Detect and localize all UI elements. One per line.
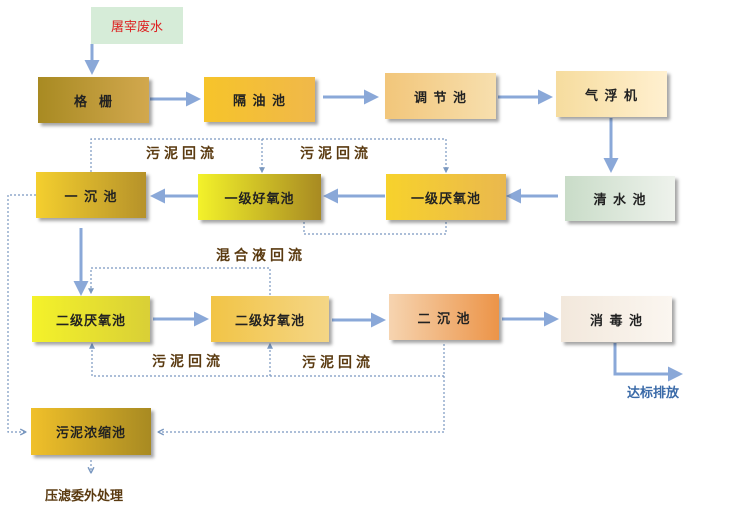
- arrow-disinf-discharge: [613, 343, 683, 382]
- node-oil-separator: 隔 油 池: [204, 77, 315, 122]
- node-aerobic-2-label: 二级好氧池: [234, 313, 305, 329]
- label-outsourced: 压滤委外处理: [45, 489, 124, 504]
- label-discharge: 达标排放: [627, 386, 680, 401]
- node-sedimentation-1-label: 一 沉 池: [64, 189, 118, 205]
- node-sludge-thickener: 污泥浓缩池: [31, 408, 151, 455]
- node-sedimentation-2-label: 二 沉 池: [417, 311, 471, 327]
- node-disinfection-tank-label: 消 毒 池: [589, 313, 644, 329]
- node-aerobic-1: 一级好氧池: [198, 174, 321, 220]
- return-sed2-to-anox2: [89, 342, 445, 377]
- label-sludge-return-4: 污泥回流: [302, 355, 374, 371]
- label-sludge-return-3: 污泥回流: [152, 354, 224, 370]
- return-anox1-loop: [303, 222, 447, 235]
- node-anoxic-1: 一级厌氧池: [386, 174, 506, 220]
- node-aerobic-2: 二级好氧池: [211, 296, 329, 342]
- node-anoxic-2: 二级厌氧池: [32, 296, 150, 342]
- node-aerobic-1-label: 一级好氧池: [224, 191, 295, 207]
- label-sludge-return-1: 污泥回流: [146, 146, 218, 162]
- node-flotation: 气 浮 机: [556, 71, 667, 117]
- node-sludge-thickener-label: 污泥浓缩池: [55, 426, 126, 441]
- return-sed1-to-anox1: [90, 138, 449, 174]
- node-flotation-label: 气 浮 机: [584, 88, 639, 104]
- input-label: 屠宰废水: [110, 20, 163, 35]
- node-disinfection-tank: 消 毒 池: [561, 296, 672, 342]
- sludge-sed1-to-thickener: [7, 194, 36, 432]
- sludge-sed2-to-thickener: [158, 376, 445, 432]
- return-mixed-liquor: [88, 267, 271, 295]
- node-sedimentation-2: 二 沉 池: [389, 294, 499, 340]
- node-anoxic-2-label: 二级厌氧池: [55, 313, 126, 329]
- node-clear-water-tank: 清 水 池: [565, 176, 675, 221]
- label-mixed-liquor-return: 混合液回流: [216, 248, 306, 264]
- node-grid: 格 栅: [38, 77, 149, 123]
- node-equalization-tank: 调 节 池: [385, 73, 496, 119]
- node-equalization-tank-label: 调 节 池: [413, 90, 468, 106]
- node-anoxic-1-label: 一级厌氧池: [410, 191, 481, 207]
- node-sedimentation-1: 一 沉 池: [36, 172, 146, 218]
- node-clear-water-tank-label: 清 水 池: [593, 193, 647, 208]
- label-sludge-return-2: 污泥回流: [300, 146, 372, 162]
- input-box: 屠宰废水: [91, 7, 183, 44]
- node-oil-separator-label: 隔 油 池: [232, 94, 287, 109]
- node-grid-label: 格 栅: [73, 94, 114, 110]
